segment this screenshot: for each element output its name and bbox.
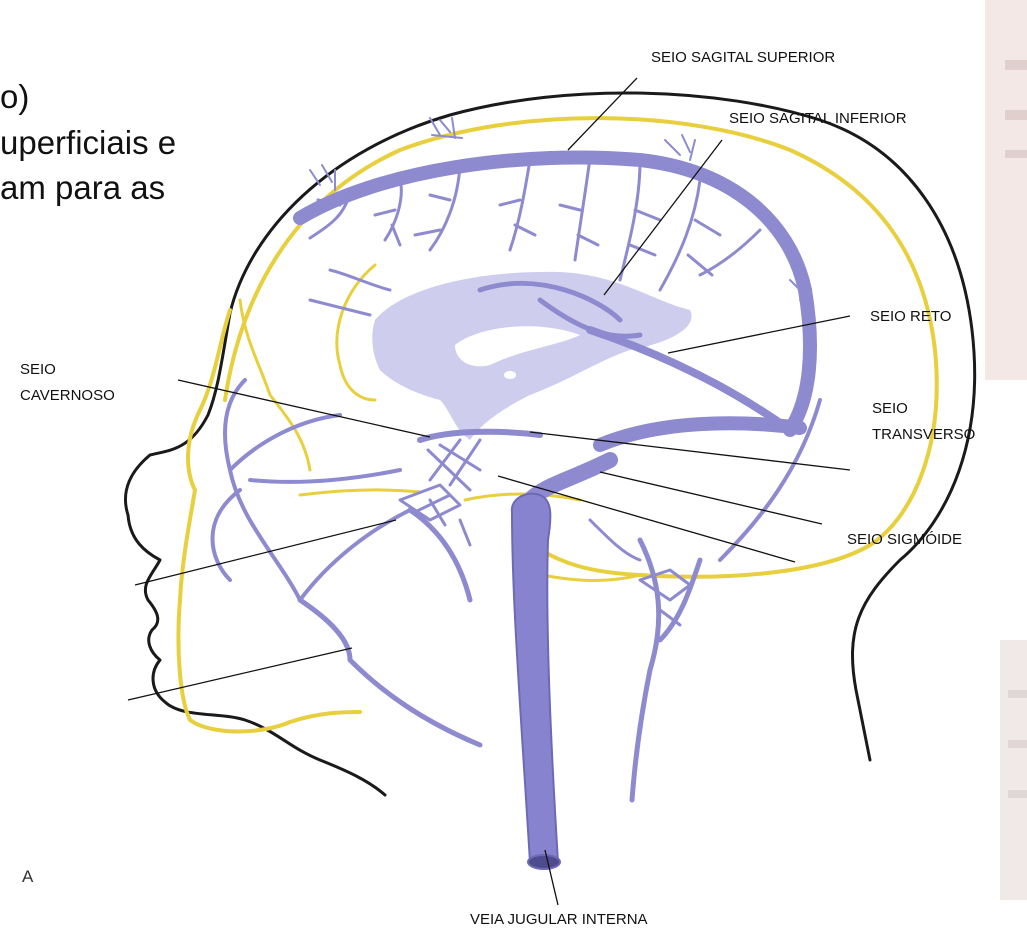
lateral-ventricle xyxy=(372,271,692,440)
leader-seio-sagital-inferior xyxy=(603,139,723,296)
label-seio-cavernoso-line2: CAVERNOSO xyxy=(20,387,115,404)
leader-seio-reto xyxy=(667,315,851,354)
label-seio-cavernoso-line1: SEIO xyxy=(20,361,56,378)
dura-line xyxy=(176,116,939,734)
label-veia-jugular-interna: VEIA JUGULAR INTERNA xyxy=(470,911,648,928)
body-text-fragment: o) uperficiais e am para as xyxy=(0,78,176,206)
label-seio-sagital-superior: SEIO SAGITAL SUPERIOR xyxy=(651,49,835,66)
leader-veia-jugular-interna xyxy=(544,849,559,906)
text-line-3: am para as xyxy=(0,169,165,206)
leader-seio-sagital-superior xyxy=(567,77,638,151)
label-seio-reto: SEIO RETO xyxy=(870,308,951,325)
leader-seio-cavernoso xyxy=(177,379,431,438)
label-seio-sigmoide: SEIO SIGMÓIDE xyxy=(847,531,962,548)
leader-seio-transverso xyxy=(529,431,851,471)
labels: SEIO SAGITAL SUPERIOR SEIO SAGITAL INFER… xyxy=(20,49,975,928)
head-outline xyxy=(123,91,977,797)
leader-unlabeled-2 xyxy=(134,519,397,586)
panel-letter: A xyxy=(22,867,34,886)
label-seio-transverso-line1: SEIO xyxy=(872,400,908,417)
leader-seio-sigmoide xyxy=(599,471,823,525)
label-seio-sagital-inferior: SEIO SAGITAL INFERIOR xyxy=(729,110,907,127)
text-line-1: o) xyxy=(0,78,29,115)
internal-jugular-vein xyxy=(510,492,561,870)
page-edge xyxy=(985,0,1027,900)
label-seio-transverso-line2: TRANSVERSO xyxy=(872,426,975,443)
text-line-2: uperficiais e xyxy=(0,124,176,161)
leader-unlabeled-1 xyxy=(497,475,796,563)
venous-system xyxy=(210,117,822,803)
leader-lines xyxy=(127,77,851,906)
leader-unlabeled-3 xyxy=(127,647,353,701)
